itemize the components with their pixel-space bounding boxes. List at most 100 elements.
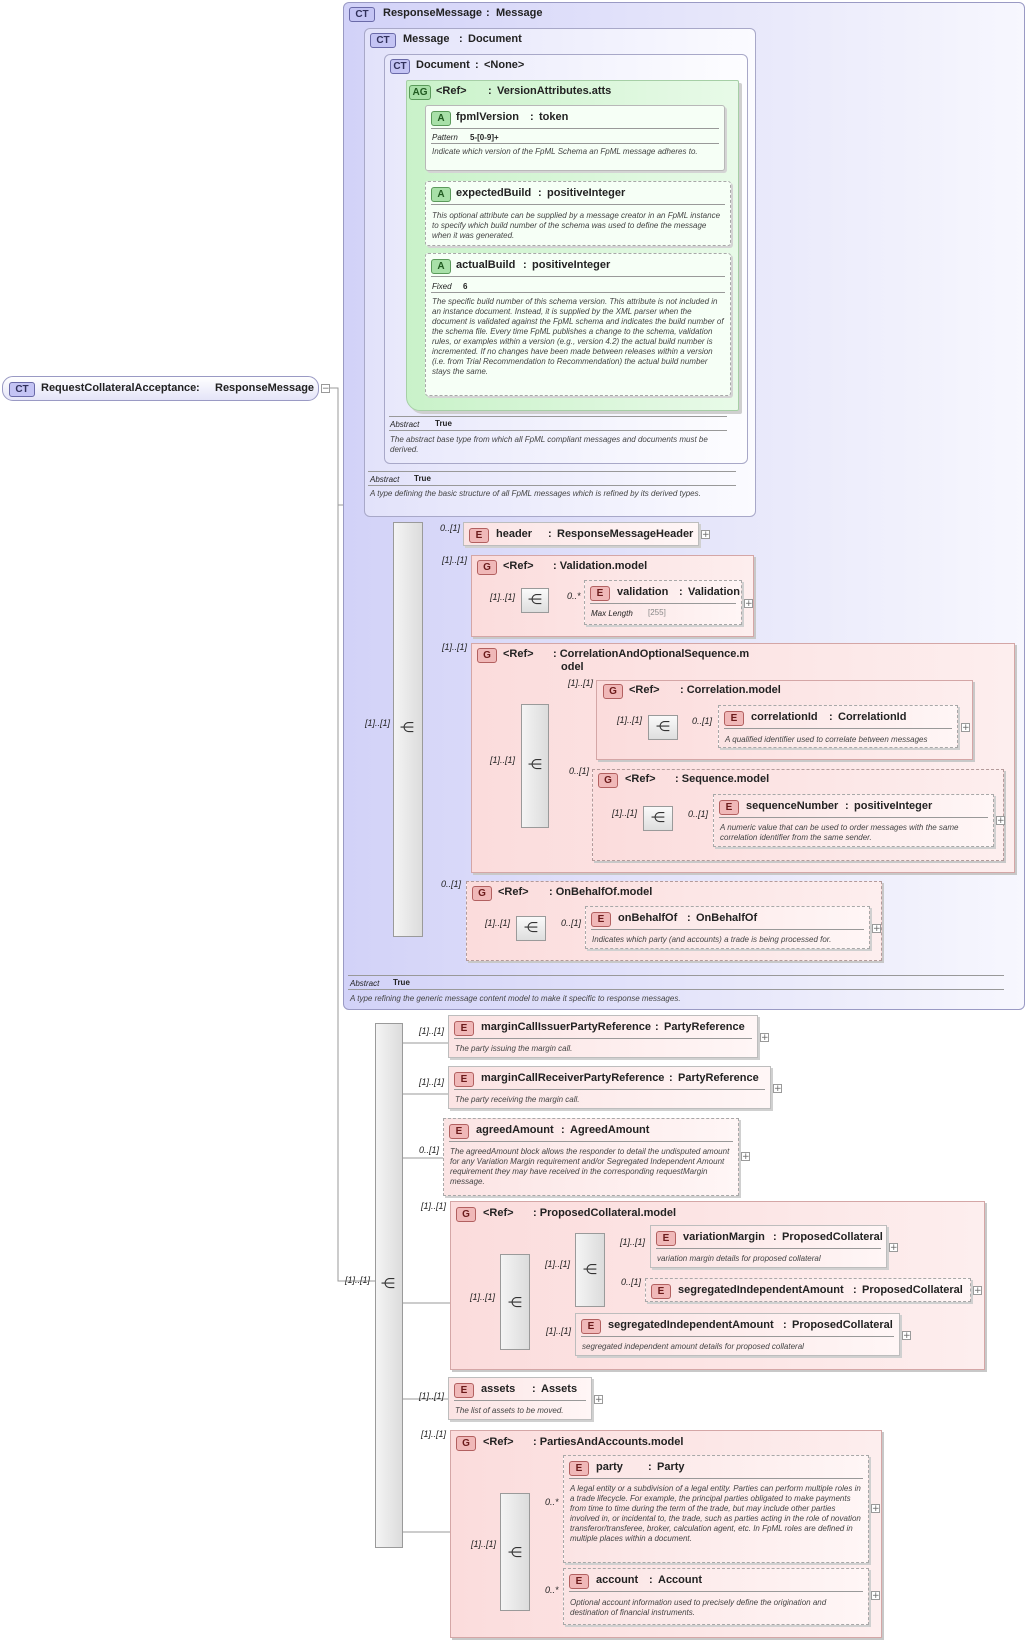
separator: :: [530, 111, 534, 123]
account-element[interactable]: E account : Account Optional account inf…: [563, 1568, 869, 1625]
segregated-independent-amount-optional-element[interactable]: E segregatedIndependentAmount : Proposed…: [645, 1278, 971, 1302]
on-behalf-of-element[interactable]: E onBehalfOf : OnBehalfOf Indicates whic…: [585, 906, 870, 949]
attribute-doc: Indicate which version of the FpML Schem…: [432, 147, 698, 156]
group-name-text: Sequence.model: [681, 773, 770, 785]
sequence-compositor[interactable]: [393, 522, 423, 937]
root-type: ResponseMessage: [215, 382, 315, 394]
facet-value: [255]: [648, 608, 666, 617]
expand-icon[interactable]: +: [871, 1591, 880, 1601]
divider: [431, 276, 725, 277]
expand-icon[interactable]: +: [996, 816, 1005, 826]
response-message-name: ResponseMessage: [383, 7, 483, 19]
choice-compositor[interactable]: ⋲: [575, 1233, 605, 1307]
expand-icon[interactable]: +: [889, 1243, 898, 1253]
sequence-icon: ⋲: [528, 757, 542, 773]
expand-icon[interactable]: +: [760, 1033, 769, 1043]
sequence-number-element[interactable]: E sequenceNumber : positiveInteger A num…: [713, 794, 994, 847]
cardinality: [1]..[1]: [490, 592, 516, 602]
segregated-independent-amount-element[interactable]: E segregatedIndependentAmount : Proposed…: [575, 1313, 900, 1356]
separator: :: [845, 800, 849, 812]
group-name: : Validation.model: [553, 560, 648, 572]
separator: :: [475, 59, 479, 71]
expand-icon[interactable]: +: [594, 1395, 603, 1405]
divider: [431, 204, 725, 205]
expand-icon[interactable]: +: [701, 530, 710, 540]
expand-icon[interactable]: +: [773, 1084, 782, 1094]
attribute-type: token: [539, 111, 569, 123]
expand-icon[interactable]: +: [902, 1331, 911, 1341]
sequence-compositor[interactable]: ⋲: [500, 1493, 530, 1611]
element-doc: The list of assets to be moved.: [455, 1406, 564, 1415]
correlation-id-element[interactable]: E correlationId : CorrelationId A qualif…: [718, 705, 958, 748]
cardinality: 0..[1]: [561, 918, 582, 928]
group-name: : PartiesAndAccounts.model: [533, 1436, 684, 1448]
sequence-compositor[interactable]: ⋲: [648, 715, 678, 740]
divider: [719, 817, 988, 818]
separator: :: [486, 7, 490, 19]
divider: [454, 1400, 586, 1401]
element-badge: E: [449, 1124, 469, 1139]
margin-call-issuer-element[interactable]: E marginCallIssuerPartyReference : Party…: [448, 1015, 758, 1058]
sequence-compositor[interactable]: ⋲: [516, 916, 546, 941]
cardinality: [1]..[1]: [471, 1539, 497, 1549]
ref-label: <Ref>: [625, 773, 656, 785]
cardinality: [1]..[1]: [345, 1275, 371, 1285]
sequence-compositor[interactable]: ⋲: [521, 704, 549, 828]
element-name: validation: [617, 586, 669, 598]
variation-margin-element[interactable]: E variationMargin : ProposedCollateral v…: [650, 1225, 887, 1268]
element-type: OnBehalfOf: [696, 912, 758, 924]
fpml-version-attribute[interactable]: A fpmlVersion : token Pattern 5-[0-9]+ I…: [425, 105, 725, 171]
sequence-icon: ⋲: [651, 810, 665, 826]
sequence-compositor[interactable]: ⋲: [500, 1254, 530, 1350]
group-badge: G: [456, 1436, 476, 1451]
document-type: <None>: [484, 59, 525, 71]
ref-label: <Ref>: [483, 1207, 514, 1219]
header-element[interactable]: E header : ResponseMessageHeader: [463, 522, 699, 546]
cardinality: [1]..[1]: [419, 1391, 445, 1401]
element-name: marginCallReceiverPartyReference: [481, 1072, 665, 1084]
expand-icon[interactable]: +: [872, 924, 881, 934]
margin-call-receiver-element[interactable]: E marginCallReceiverPartyReference : Par…: [448, 1066, 771, 1109]
sequence-compositor[interactable]: [375, 1023, 403, 1548]
group-name: : OnBehalfOf.model: [549, 886, 653, 898]
group-name: : ProposedCollateral.model: [533, 1207, 677, 1219]
assets-element[interactable]: E assets : Assets The list of assets to …: [448, 1377, 592, 1420]
abstract-key: Abstract: [390, 420, 420, 429]
divider: [590, 603, 736, 604]
expand-icon[interactable]: +: [871, 1504, 880, 1514]
divider: [591, 929, 864, 930]
complex-type-badge: CT: [370, 33, 396, 48]
expand-icon[interactable]: +: [973, 1286, 982, 1296]
sequence-compositor[interactable]: ⋲: [643, 806, 673, 831]
root-complex-type[interactable]: CT RequestCollateralAcceptance : Respons…: [2, 376, 319, 401]
expected-build-attribute[interactable]: A expectedBuild : positiveInteger This o…: [425, 181, 731, 246]
divider: [724, 728, 952, 729]
element-type: ResponseMessageHeader: [557, 528, 694, 540]
expand-icon[interactable]: +: [741, 1152, 750, 1162]
element-badge: E: [569, 1461, 589, 1476]
sequence-icon: ⋲: [583, 1262, 597, 1278]
element-badge: E: [469, 528, 489, 543]
expand-icon[interactable]: +: [744, 599, 753, 609]
cardinality: [1]..[1]: [612, 808, 638, 818]
expand-icon[interactable]: +: [961, 723, 970, 733]
sequence-compositor[interactable]: ⋲: [521, 588, 549, 613]
sequence-icon: ⋲: [400, 720, 414, 736]
element-type: ProposedCollateral: [792, 1319, 893, 1331]
agreed-amount-element[interactable]: E agreedAmount : AgreedAmount The agreed…: [443, 1118, 739, 1196]
separator: :: [648, 1461, 652, 1473]
actual-build-attribute[interactable]: A actualBuild : positiveInteger Fixed 6 …: [425, 253, 731, 396]
facet-key: Pattern: [432, 133, 458, 142]
validation-element[interactable]: E validation : Validation Max Length [25…: [584, 580, 742, 625]
group-badge: G: [456, 1207, 476, 1222]
separator: :: [773, 1231, 777, 1243]
expand-icon[interactable]: −: [321, 384, 330, 394]
party-element[interactable]: E party : Party A legal entity or a subd…: [563, 1455, 869, 1563]
element-name: account: [596, 1574, 639, 1586]
cardinality: 0..[1]: [419, 1145, 440, 1155]
ref-label: <Ref>: [503, 648, 534, 660]
response-message-type: Message: [496, 7, 543, 19]
element-name: marginCallIssuerPartyReference: [481, 1021, 651, 1033]
group-name-text: Correlation.model: [686, 684, 781, 696]
element-badge: E: [724, 711, 744, 726]
